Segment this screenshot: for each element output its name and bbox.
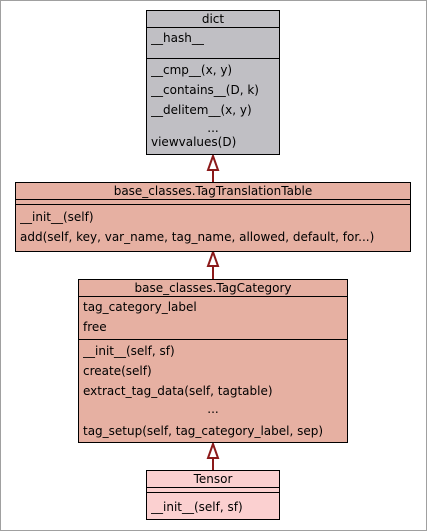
method-row: __init__(self, sf) (83, 344, 175, 358)
class-box-tensor[interactable]: Tensor __init__(self, sf) (146, 470, 280, 520)
edge-tensor-to-tagcategory (206, 441, 220, 470)
method-ellipsis: ... (207, 121, 219, 135)
class-title: dict (147, 11, 279, 28)
method-row: __init__(self) (20, 210, 94, 224)
method-row: __init__(self, sf) (151, 500, 243, 514)
method-row: __contains__(D, k) (151, 83, 259, 97)
class-title: Tensor (147, 471, 279, 488)
attribute-row: free (83, 320, 107, 334)
method-row: create(self) (83, 364, 152, 378)
method-row: viewvalues(D) (151, 135, 237, 149)
method-row: __delitem__(x, y) (151, 103, 252, 117)
attribute-row: tag_category_label (83, 300, 197, 314)
method-row: extract_tag_data(self, tagtable) (83, 384, 273, 398)
method-row: tag_setup(self, tag_category_label, sep) (83, 424, 324, 438)
method-ellipsis: ... (207, 402, 219, 416)
class-box-dict[interactable]: dict __hash__ __cmp__(x, y) __contains__… (146, 10, 280, 155)
edge-tagcategory-to-tagtranslationtable (206, 249, 220, 279)
class-title: base_classes.TagCategory (79, 280, 347, 297)
method-row: add(self, key, var_name, tag_name, allow… (20, 230, 375, 244)
class-box-tag-translation-table[interactable]: base_classes.TagTranslationTable __init_… (15, 182, 411, 252)
attribute-row: __hash__ (151, 31, 204, 45)
method-row: __cmp__(x, y) (151, 63, 233, 77)
class-box-tag-category[interactable]: base_classes.TagCategory tag_category_la… (78, 279, 348, 443)
class-title: base_classes.TagTranslationTable (16, 183, 410, 200)
edge-tagtranslationtable-to-dict (206, 153, 220, 182)
